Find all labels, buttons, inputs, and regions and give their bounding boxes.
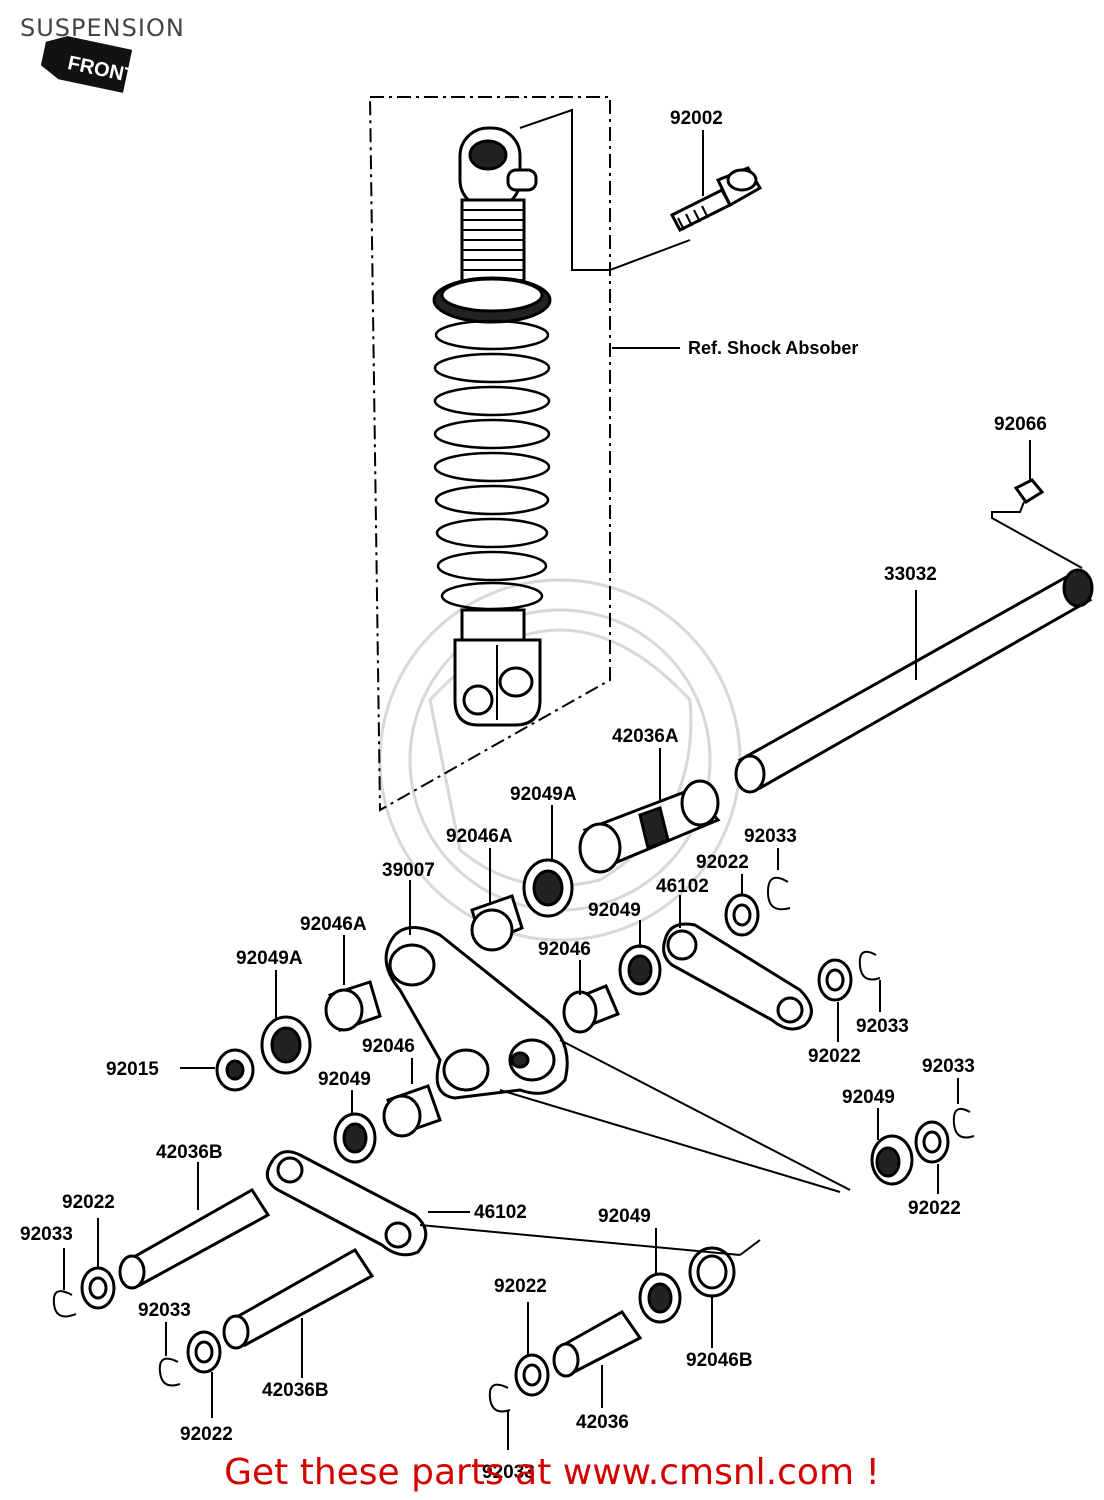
grease-nipple-92066[interactable] (991, 440, 1083, 569)
callout-46102-top: 46102 (656, 876, 709, 897)
circlip-92033-c[interactable] (952, 1078, 975, 1139)
washer-92022-e[interactable] (186, 1330, 222, 1418)
callout-92033-c: 92033 (922, 1056, 975, 1077)
washer-92022-a[interactable] (724, 874, 760, 937)
callout-92015: 92015 (106, 1059, 159, 1080)
callout-92049A-top: 92049A (510, 784, 577, 805)
callout-92033-e: 92033 (138, 1300, 191, 1321)
circlip-92033-b[interactable] (858, 950, 881, 1012)
washer-92022-c[interactable] (914, 1120, 950, 1194)
callout-92049-d: 92049 (598, 1206, 651, 1227)
callout-92046B: 92046B (686, 1350, 753, 1371)
callout-92022-f: 92022 (494, 1276, 547, 1297)
circlip-92033-e[interactable] (158, 1322, 181, 1387)
callout-labels: 92002 92066 33032 42036A 92049A 92046A 3… (20, 108, 1047, 1483)
needle-bearing-92046-b[interactable] (382, 1058, 442, 1138)
callout-92022-b: 92022 (808, 1046, 861, 1067)
callout-92033-b: 92033 (856, 1016, 909, 1037)
callout-92066: 92066 (994, 414, 1047, 435)
callout-92033-f: 92033 (482, 1462, 535, 1483)
callout-46102-bottom: 46102 (474, 1202, 527, 1223)
callout-92049-b: 92049 (318, 1069, 371, 1090)
circlip-92033-d[interactable] (52, 1248, 77, 1318)
callout-92046-b: 92046 (362, 1036, 415, 1057)
collar-42036A[interactable] (578, 748, 721, 874)
callout-42036B-top: 42036B (156, 1142, 223, 1163)
callout-33032: 33032 (884, 564, 937, 585)
collar-42036B-top[interactable] (118, 1162, 271, 1290)
callout-92046A-left: 92046A (300, 914, 367, 935)
tie-rod-46102-top[interactable] (662, 895, 813, 1031)
callout-42036: 42036 (576, 1412, 629, 1433)
callout-92022-c: 92022 (908, 1198, 961, 1219)
needle-bearing-92046B[interactable] (688, 1246, 736, 1348)
washer-92022-d[interactable] (80, 1218, 116, 1310)
assembly-line-a (559, 1039, 851, 1191)
callout-92049-a: 92049 (588, 900, 641, 921)
ref-shock-note: Ref. Shock Absober (688, 338, 858, 358)
bolt-92002[interactable] (669, 130, 763, 232)
tie-rod-46102-bottom[interactable] (265, 1150, 470, 1257)
callout-92002: 92002 (670, 108, 723, 129)
oil-seal-92049-c[interactable] (870, 1108, 914, 1186)
assembly-line-d (739, 1239, 761, 1256)
oil-seal-92049-d[interactable] (638, 1228, 682, 1324)
circlip-92033-f[interactable] (488, 1383, 511, 1450)
oil-seal-92049A-top[interactable] (522, 805, 574, 918)
collar-42036[interactable] (552, 1310, 643, 1408)
page-title: SUSPENSION (20, 14, 185, 42)
shock-reference-box (369, 96, 691, 812)
callout-42036A: 42036A (612, 726, 679, 747)
needle-bearing-92046-a[interactable] (562, 960, 620, 1034)
callout-92033-d: 92033 (20, 1224, 73, 1245)
callout-39007: 39007 (382, 860, 435, 881)
callout-92046A-top: 92046A (446, 826, 513, 847)
oil-seal-92049A-left[interactable] (260, 970, 312, 1075)
front-arrow-icon: FRONT (40, 36, 138, 93)
callout-92049A-left: 92049A (236, 948, 303, 969)
nut-92015[interactable] (180, 1048, 255, 1092)
callout-92022-e: 92022 (180, 1424, 233, 1445)
callout-92046-a: 92046 (538, 939, 591, 960)
assembly-line-b (499, 1089, 841, 1193)
washer-92022-b[interactable] (817, 958, 853, 1042)
washer-92022-f[interactable] (514, 1302, 550, 1397)
callout-92022-d: 92022 (62, 1192, 115, 1213)
circlip-92033-a[interactable] (766, 848, 791, 911)
callout-92022-a: 92022 (696, 852, 749, 873)
collar-42036B-bottom[interactable] (222, 1248, 375, 1378)
needle-bearing-92046A-top[interactable] (470, 848, 524, 952)
rocker-arm-39007[interactable] (384, 880, 569, 1100)
callout-92049-c: 92049 (842, 1087, 895, 1108)
oil-seal-92049-b[interactable] (333, 1090, 377, 1164)
shaft-33032[interactable] (734, 568, 1094, 794)
oil-seal-92049-a[interactable] (618, 920, 662, 996)
footer-link[interactable]: Get these parts at www.cmsnl.com ! (224, 1452, 880, 1493)
callout-92033-a: 92033 (744, 826, 797, 847)
needle-bearing-92046A-left[interactable] (324, 935, 382, 1032)
assembly-line-c (419, 1224, 741, 1256)
callout-42036B-bottom: 42036B (262, 1380, 329, 1401)
shock-absorber[interactable] (432, 126, 552, 727)
